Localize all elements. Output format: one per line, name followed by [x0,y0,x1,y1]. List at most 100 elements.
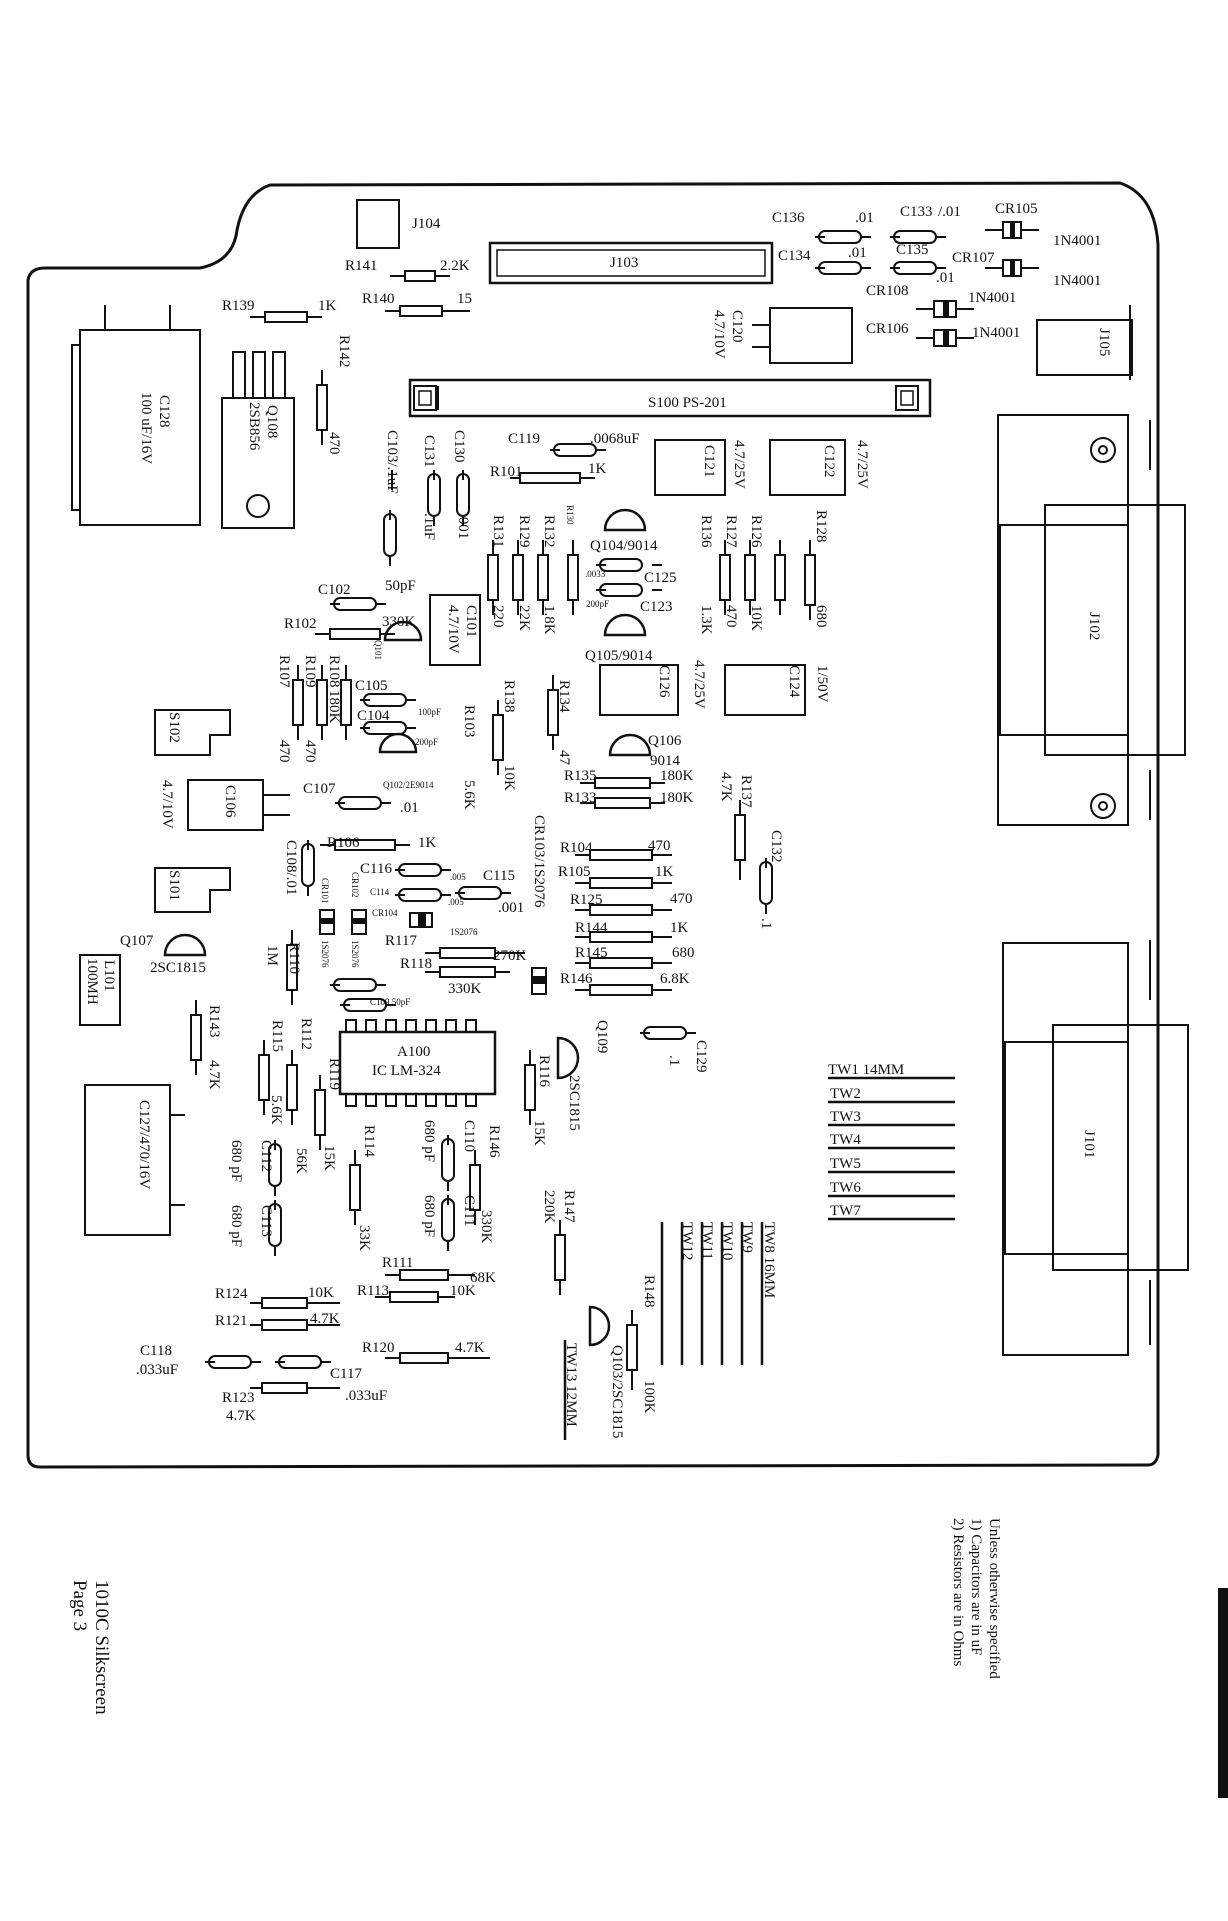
value-c106: 4.7/10V [159,780,175,829]
label-l101: L101 [101,960,117,992]
label-j102: J102 [1086,612,1102,640]
label-c125: C125 [644,570,677,586]
value-r103: 5.6K [461,780,477,810]
value-c124: 1/50V [814,665,830,703]
label-c109: C109,50pF [370,997,410,1007]
value-r148: 100K [641,1380,657,1414]
label-r140: R140 [362,291,395,307]
a100-ic [338,1030,497,1096]
value-r145: 680 [672,945,695,961]
value-r147: 220K [541,1190,557,1224]
label-r120: R120 [362,1340,395,1356]
label-r143: R143 [206,1005,222,1038]
label-c120: C120 [729,310,745,343]
label-r114: R114 [361,1125,377,1157]
value-r139: 1K [318,298,337,314]
label-tw7: TW7 [830,1203,861,1219]
label-c110: C110 [461,1120,477,1152]
value-r142: 470 [326,432,342,455]
label-cr104: CR104 [372,908,398,918]
label-c126: C126 [656,665,672,698]
value-r144: 1K [670,920,689,936]
label-r109: R109 [302,655,318,688]
label-r115: R115 [269,1020,285,1052]
value-c133: /.01 [938,204,961,220]
value-c118: .033uF [136,1362,178,1378]
label-r136: R136 [698,515,714,548]
label-c129: C129 [693,1040,709,1073]
label-r123: R123 [222,1390,255,1406]
label-r125: R125 [570,892,603,908]
value-r123: 4.7K [226,1408,256,1424]
value-r129: 22K [516,605,532,631]
label-c122: C122 [821,445,837,478]
value-cr102: 1S2076 [350,940,360,968]
capacitors-ceramic [205,230,946,1369]
label-tw12: TW12 [679,1222,695,1260]
scan-edge-mark [1218,1588,1228,1798]
value-r140: 15 [457,291,472,307]
label-r101: R101 [490,464,523,480]
label-c128: C128 [156,395,172,428]
board-outline [26,181,1160,1469]
label-cr106: CR106 [866,321,909,337]
label-j101: J101 [1081,1130,1097,1158]
label-r112: R112 [298,1018,314,1050]
value-r115: 5.6K [268,1095,284,1125]
value-q106: 9014 [650,753,681,769]
value-r134: 47 [556,750,572,766]
label-c130: C130 [451,430,467,463]
label-c132: C132 [768,830,784,863]
value-r125: 470 [670,891,693,907]
value-r143: 4.7K [206,1060,222,1090]
label-r103: R103 [461,705,477,738]
label-c118: C118 [140,1343,172,1359]
value-c129: .1 [666,1055,682,1066]
label-tw6: TW6 [830,1180,861,1196]
label-r141: R141 [345,258,378,274]
label-cr107: CR107 [952,250,995,266]
value-l101: 100MH [84,958,100,1005]
label-r113: R113 [357,1283,389,1299]
value-a100: IC LM-324 [372,1063,441,1079]
label-r124: R124 [215,1286,248,1302]
label-r106: R106 [327,835,360,851]
value-c131: .1uF [421,513,437,540]
value-r124: 10K [308,1285,334,1301]
value-c128: 100 uF/16V [138,392,154,464]
value-c130: .001 [455,513,471,539]
value-c122: 4.7/25V [854,440,870,489]
label-r137: R137 [738,775,754,808]
label-c124: C124 [786,665,802,698]
value-q108: 2SB856 [246,402,262,451]
value-r104: 470 [648,838,671,854]
note-line-3: 2) Resistors are in Ohms [950,1518,966,1667]
value-c115: .001 [498,900,524,916]
value-r116: 15K [531,1120,547,1146]
label-c108: C108/.01 [283,840,299,895]
value-cr105: 1N4001 [1053,233,1101,249]
footer-title: 1010C Silkscreen [91,1580,112,1715]
label-r111: R111 [382,1255,413,1271]
note-line-1: Unless otherwise specified [986,1518,1002,1679]
value-c125: .0033 [585,569,606,579]
value-r120: 4.7K [455,1340,485,1356]
value-c134: .01 [848,245,867,261]
s101-switch [154,867,231,913]
label-r135: R135 [564,768,597,784]
label-r129: R129 [516,515,532,548]
label-a100: A100 [397,1044,430,1060]
value-r111: 68K [470,1270,496,1286]
label-q106: Q106 [648,733,682,749]
note-line-2: 1) Capacitors are in uF [968,1518,984,1656]
value-r137: 4.7K [718,772,734,802]
label-r102: R102 [284,616,317,632]
value-r146b: 330K [478,1210,494,1244]
label-r134: R134 [556,680,572,713]
label-r117: R117 [385,933,417,949]
label-c104: C104 [357,708,390,724]
value-c136: .01 [855,210,874,226]
label-c101: C101 [463,605,479,638]
value-r128: 680 [813,605,829,628]
s100-switch [408,378,932,418]
